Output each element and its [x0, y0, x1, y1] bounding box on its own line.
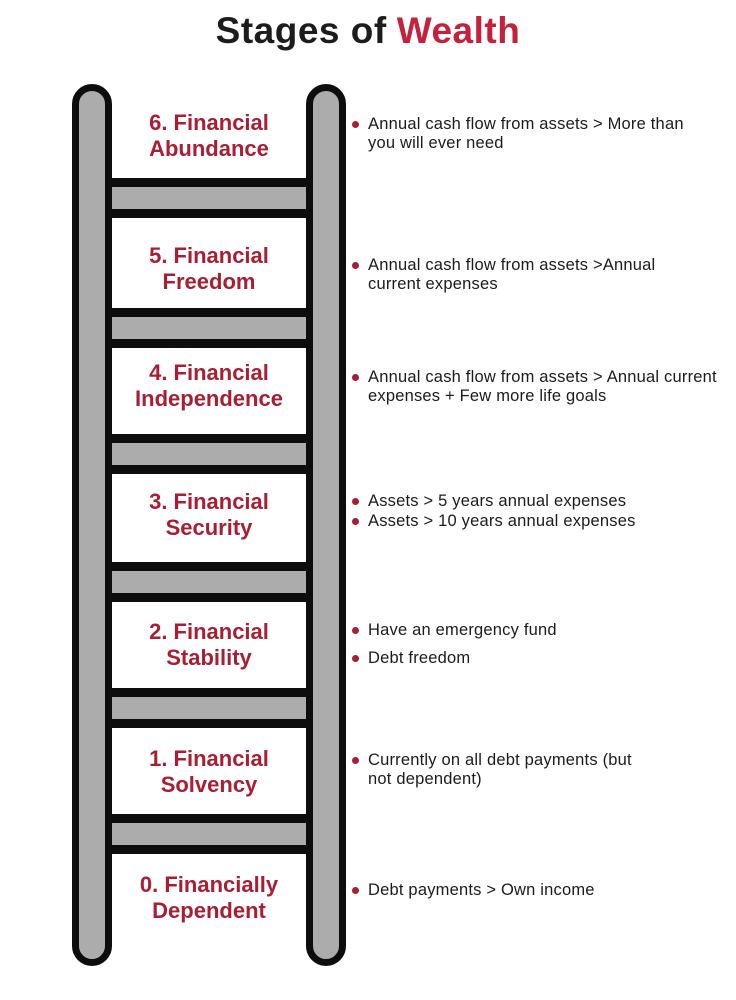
bullet-item: Assets > 10 years annual expenses — [352, 512, 720, 531]
stage-6-bullets: Annual cash flow from assets > More than… — [352, 115, 697, 153]
stage-5-label-line2: Freedom — [162, 269, 256, 294]
ladder-left-rail — [72, 84, 112, 966]
ladder-rung — [98, 688, 320, 728]
bullet-item: Debt payments > Own income — [352, 881, 720, 900]
stage-2-label-line2: Stability — [166, 645, 252, 670]
ladder-rung — [98, 178, 320, 218]
bullet-icon — [352, 655, 359, 662]
stage-3-label: 3. Financial Security — [96, 489, 322, 541]
stage-6-label-line1: 6. Financial — [149, 110, 269, 135]
stage-2-label: 2. Financial Stability — [96, 619, 322, 671]
bullet-item: Annual cash flow from assets > Annual cu… — [352, 368, 720, 406]
stage-2-bullets: Have an emergency fund Debt freedom — [352, 621, 720, 668]
stage-6-label-line2: Abundance — [149, 136, 269, 161]
bullet-text: Assets > 5 years annual expenses — [368, 492, 627, 510]
bullet-text: Debt freedom — [368, 649, 471, 667]
stage-4-label-line1: 4. Financial — [149, 360, 269, 385]
bullet-item: Annual cash flow from assets > More than… — [352, 115, 697, 153]
bullet-icon — [352, 887, 359, 894]
bullet-icon — [352, 757, 359, 764]
stage-6-label: 6. Financial Abundance — [96, 110, 322, 162]
bullet-item: Assets > 5 years annual expenses — [352, 492, 720, 511]
stage-0-label-line2: Dependent — [152, 898, 266, 923]
ladder-rung — [98, 814, 320, 854]
stage-4-bullets: Annual cash flow from assets > Annual cu… — [352, 368, 720, 406]
stage-3-label-line2: Security — [165, 515, 253, 540]
bullet-item: Have an emergency fund — [352, 621, 720, 640]
stage-3-bullets: Assets > 5 years annual expenses Assets … — [352, 492, 720, 531]
bullet-item: Currently on all debt payments (but not … — [352, 751, 632, 789]
bullet-text: Have an emergency fund — [368, 621, 557, 639]
bullet-icon — [352, 627, 359, 634]
stage-1-label-line2: Solvency — [160, 772, 258, 797]
bullet-icon — [352, 121, 359, 128]
ladder-rung — [98, 308, 320, 348]
stage-0-bullets: Debt payments > Own income — [352, 881, 720, 900]
bullet-text: Annual cash flow from assets > More than… — [368, 115, 684, 152]
stage-0-label-line1: 0. Financially — [139, 872, 279, 897]
ladder-rung — [98, 562, 320, 602]
stage-1-label-line1: 1. Financial — [149, 746, 269, 771]
bullet-text: Annual cash flow from assets >Annual cur… — [368, 256, 656, 293]
stage-2-label-line1: 2. Financial — [149, 619, 269, 644]
bullet-text: Assets > 10 years annual expenses — [368, 512, 636, 530]
bullet-icon — [352, 518, 359, 525]
bullet-text: Annual cash flow from assets > Annual cu… — [368, 368, 717, 405]
stage-1-label: 1. Financial Solvency — [96, 746, 322, 798]
bullet-text: Currently on all debt payments (but not … — [368, 751, 632, 788]
bullet-icon — [352, 262, 359, 269]
bullet-text: Debt payments > Own income — [368, 881, 595, 899]
bullet-icon — [352, 498, 359, 505]
bullet-icon — [352, 374, 359, 381]
title-highlight: Wealth — [396, 10, 521, 51]
stage-3-label-line1: 3. Financial — [149, 489, 269, 514]
stage-0-label: 0. Financially Dependent — [96, 872, 322, 924]
stage-1-bullets: Currently on all debt payments (but not … — [352, 751, 632, 789]
stage-5-bullets: Annual cash flow from assets >Annual cur… — [352, 256, 707, 294]
stage-4-label-line2: Independence — [135, 386, 283, 411]
bullet-item: Debt freedom — [352, 649, 720, 668]
bullet-item: Annual cash flow from assets >Annual cur… — [352, 256, 707, 294]
ladder-rung — [98, 434, 320, 474]
title-prefix: Stages of — [215, 10, 387, 51]
stage-5-label-line1: 5. Financial — [149, 243, 269, 268]
ladder-right-rail — [306, 84, 346, 966]
stage-4-label: 4. Financial Independence — [96, 360, 322, 412]
stage-5-label: 5. Financial Freedom — [96, 243, 322, 295]
